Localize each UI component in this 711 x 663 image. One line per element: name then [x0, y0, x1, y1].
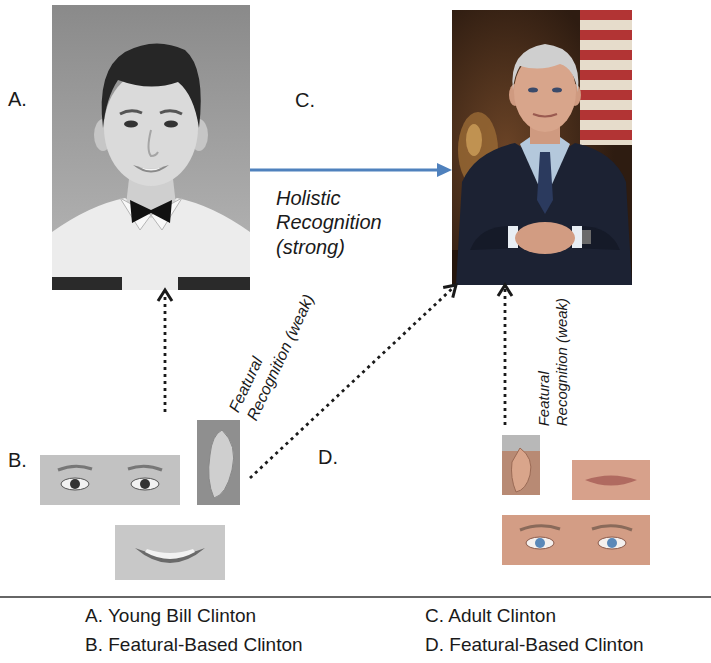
young-clinton-photo-part	[130, 200, 172, 223]
young-clinton-photo	[52, 5, 250, 290]
arrow-head	[498, 285, 512, 296]
adult-clinton-photo-part	[537, 152, 553, 214]
adult-clinton-photo-part	[528, 88, 538, 93]
young-feature-crops-part	[209, 430, 234, 498]
adult-clinton-photo-part	[533, 114, 557, 117]
adult-clinton-photo-part	[580, 10, 632, 145]
adult-clinton-photo	[452, 10, 632, 285]
adult-feature-crops-part	[598, 537, 626, 549]
arrow-head	[443, 285, 456, 298]
adult-feature-crops	[502, 435, 650, 565]
adult-feature-crops-part	[502, 515, 650, 565]
adult-clinton-photo-part	[580, 70, 632, 80]
edge-label: Featural Recognition (weak)	[224, 277, 320, 423]
adult-clinton-photo-part	[470, 226, 520, 250]
adult-clinton-photo-part	[466, 124, 482, 156]
young-feature-crops-part	[128, 466, 162, 470]
young-clinton-photo-part	[120, 111, 142, 114]
adult-feature-crops-part	[520, 526, 560, 530]
panel-letter: C.	[295, 88, 315, 112]
photo-panel: A.	[52, 5, 250, 290]
adult-clinton-photo-part	[456, 143, 632, 285]
young-feature-crops-part	[131, 478, 159, 490]
young-clinton-photo-part	[133, 165, 169, 173]
separator-rule	[0, 596, 711, 598]
adult-clinton-photo-part	[570, 226, 620, 250]
featural-arrow	[158, 290, 172, 412]
young-clinton-photo-part	[178, 277, 250, 290]
arrow-head	[158, 290, 172, 301]
young-feature-crops-part	[40, 455, 180, 505]
young-clinton-photo-part	[139, 167, 163, 171]
adult-clinton-photo-part	[580, 90, 632, 100]
adult-clinton-photo-part	[580, 30, 632, 40]
young-clinton-photo-part	[52, 198, 250, 290]
adult-feature-crops-part	[526, 537, 554, 549]
adult-clinton-photo-part	[580, 110, 632, 120]
photo-panel: C.	[452, 10, 632, 285]
edge-label: Featural Recognition (weak)	[535, 292, 572, 426]
adult-feature-crops-part	[607, 538, 617, 548]
photo-panel: B.	[35, 412, 250, 584]
young-clinton-photo-part	[124, 121, 138, 128]
photo-panel: D.	[495, 425, 655, 570]
young-feature-crops-part	[140, 479, 150, 489]
adult-clinton-photo-part	[580, 10, 632, 20]
young-clinton-photo-part	[102, 43, 201, 128]
adult-clinton-photo-part	[515, 222, 575, 254]
young-feature-crops-part	[70, 479, 80, 489]
adult-clinton-photo-part	[452, 10, 632, 285]
young-feature-crops-part	[197, 420, 240, 505]
arrow-head	[437, 163, 452, 177]
adult-feature-crops-part	[535, 538, 545, 548]
connector-line	[250, 169, 440, 172]
adult-feature-crops-part	[585, 476, 637, 486]
panel-letter: D.	[318, 445, 338, 469]
adult-clinton-photo-part	[580, 130, 632, 140]
edge-label: Holistic Recognition (strong)	[276, 186, 416, 259]
legend-caption: D. Featural-Based Clinton	[425, 634, 644, 657]
legend-caption: B. Featural-Based Clinton	[85, 634, 303, 657]
young-clinton-photo-part	[52, 5, 250, 290]
legend-caption: C. Adult Clinton	[425, 605, 556, 628]
adult-clinton-photo-part	[552, 88, 562, 93]
adult-feature-crops-part	[592, 526, 632, 530]
connector-line	[504, 287, 507, 425]
young-feature-crops-part	[58, 466, 92, 470]
adult-clinton-photo-part	[580, 50, 632, 60]
young-clinton-photo-part	[149, 130, 159, 156]
young-clinton-photo-part	[164, 121, 178, 128]
featural-arrow	[498, 285, 512, 425]
young-feature-crops-part	[135, 548, 205, 563]
adult-feature-crops-part	[502, 435, 540, 495]
legend-caption: A. Young Bill Clinton	[85, 605, 256, 628]
panel-letter: A.	[8, 87, 27, 111]
young-feature-crops-part	[61, 478, 89, 490]
young-clinton-photo-part	[52, 277, 122, 290]
adult-clinton-photo-part	[512, 44, 578, 92]
holistic-arrow	[250, 163, 452, 177]
young-feature-crops-part	[145, 549, 195, 559]
young-clinton-photo-part	[160, 111, 182, 114]
adult-feature-crops-part	[512, 448, 531, 492]
adult-clinton-photo-part	[582, 230, 591, 244]
adult-feature-crops-part	[572, 460, 650, 500]
panel-letter: B.	[8, 448, 27, 472]
young-feature-crops-part	[115, 525, 225, 580]
young-feature-crops	[40, 420, 240, 580]
connector-line	[164, 292, 167, 412]
